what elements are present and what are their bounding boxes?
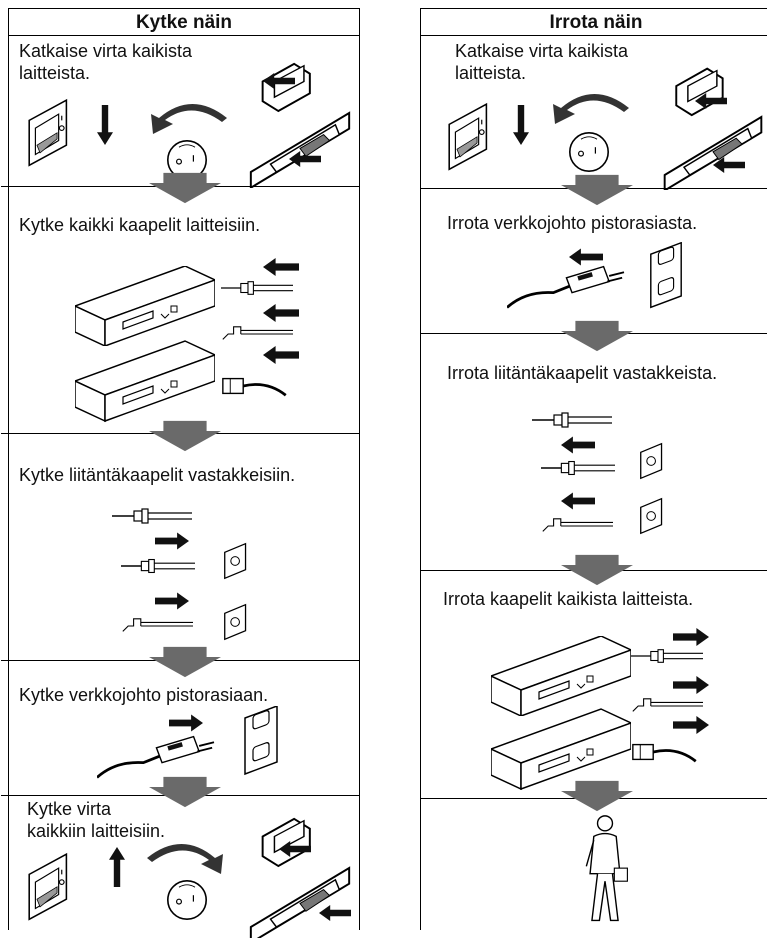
down-arrow-icon [561, 780, 633, 812]
arrow-left-icon [713, 156, 745, 174]
coax-cable-icon [631, 648, 703, 664]
power-switch-icon [23, 92, 85, 172]
phone-cable-icon [541, 516, 613, 536]
power-plug-icon [631, 740, 705, 764]
arrow-left-icon [289, 150, 321, 168]
power-cord-plug-icon [97, 734, 227, 782]
phone-cable-icon [121, 616, 193, 636]
down-arrow-icon [561, 554, 633, 586]
dial-icon [557, 112, 621, 176]
connect-step-1-text: Katkaise virta kaikista laitteista. [19, 41, 193, 83]
connect-step-3-text: Kytke liitäntäkaapelit vastakkeisiin. [19, 465, 296, 485]
dial-icon [155, 860, 219, 924]
coax-cable-icon [529, 412, 615, 428]
disconnect-title: Irrota näin [421, 8, 767, 36]
wall-socket-icon [639, 442, 665, 480]
power-switch-icon [23, 846, 85, 926]
connect-title: Kytke näin [9, 8, 359, 36]
down-arrow-icon [561, 320, 633, 352]
wall-outlet-icon [647, 242, 685, 310]
coax-cable-icon [541, 460, 615, 476]
power-plug-icon [221, 374, 295, 398]
arrow-left-icon [695, 92, 727, 110]
person-walking-icon [577, 814, 633, 926]
arrow-right-icon [155, 592, 189, 610]
disconnect-step-3-text: Irrota liitäntäkaapelit vastakkeista. [447, 363, 718, 383]
arrow-down-icon [513, 104, 529, 146]
rocker-switch-icon [655, 44, 767, 190]
arrow-left-icon [263, 258, 299, 276]
connect-step-5-text: Kytke virta kaikkiin laitteisiin. [27, 799, 166, 841]
device-icon [491, 636, 631, 716]
phone-socket-icon [223, 602, 249, 642]
disconnect-step-1-text: Katkaise virta kaikista laitteista. [455, 41, 629, 83]
arrow-left-icon [263, 304, 299, 322]
arrow-down-icon [97, 104, 113, 146]
arrow-right-icon [169, 714, 203, 732]
down-arrow-icon [561, 174, 633, 206]
arrow-left-icon [319, 904, 351, 922]
phone-cable-icon [631, 696, 703, 716]
device-icon [75, 266, 215, 346]
connect-step-2-text: Kytke kaikki kaapelit laitteisiin. [19, 215, 261, 235]
arrow-left-icon [279, 840, 311, 858]
power-cord-plug-icon [507, 264, 637, 312]
arrow-right-icon [673, 628, 709, 646]
connect-column: Kytke näin Katkaise virta kaikista laitt… [1, 8, 360, 930]
arrow-left-icon [561, 492, 595, 510]
arrow-right-icon [673, 716, 709, 734]
phone-socket-icon [639, 496, 665, 536]
wall-socket-icon [223, 542, 249, 580]
arrow-up-icon [109, 844, 125, 890]
connect-step-4-text: Kytke verkkojohto pistorasiaan. [19, 685, 269, 705]
device-icon [491, 708, 631, 790]
disconnect-column: Irrota näin Katkaise virta kaikista lait… [420, 8, 767, 930]
wall-outlet-icon [241, 706, 281, 776]
disconnect-step-4-text: Irrota kaapelit kaikista laitteista. [443, 589, 694, 609]
down-arrow-icon [149, 646, 221, 678]
arrow-left-icon [263, 72, 295, 90]
arrow-left-icon [263, 346, 299, 364]
down-arrow-icon [149, 172, 221, 204]
arrow-left-icon [561, 436, 595, 454]
arrow-right-icon [155, 532, 189, 550]
coax-cable-icon [121, 558, 195, 574]
coax-cable-icon [109, 508, 195, 524]
phone-cable-icon [221, 324, 293, 344]
device-icon [75, 338, 215, 424]
disconnect-step-2-text: Irrota verkkojohto pistorasiasta. [447, 213, 698, 233]
power-switch-icon [443, 96, 505, 176]
down-arrow-icon [149, 420, 221, 452]
coax-cable-icon [221, 280, 293, 296]
arrow-right-icon [673, 676, 709, 694]
